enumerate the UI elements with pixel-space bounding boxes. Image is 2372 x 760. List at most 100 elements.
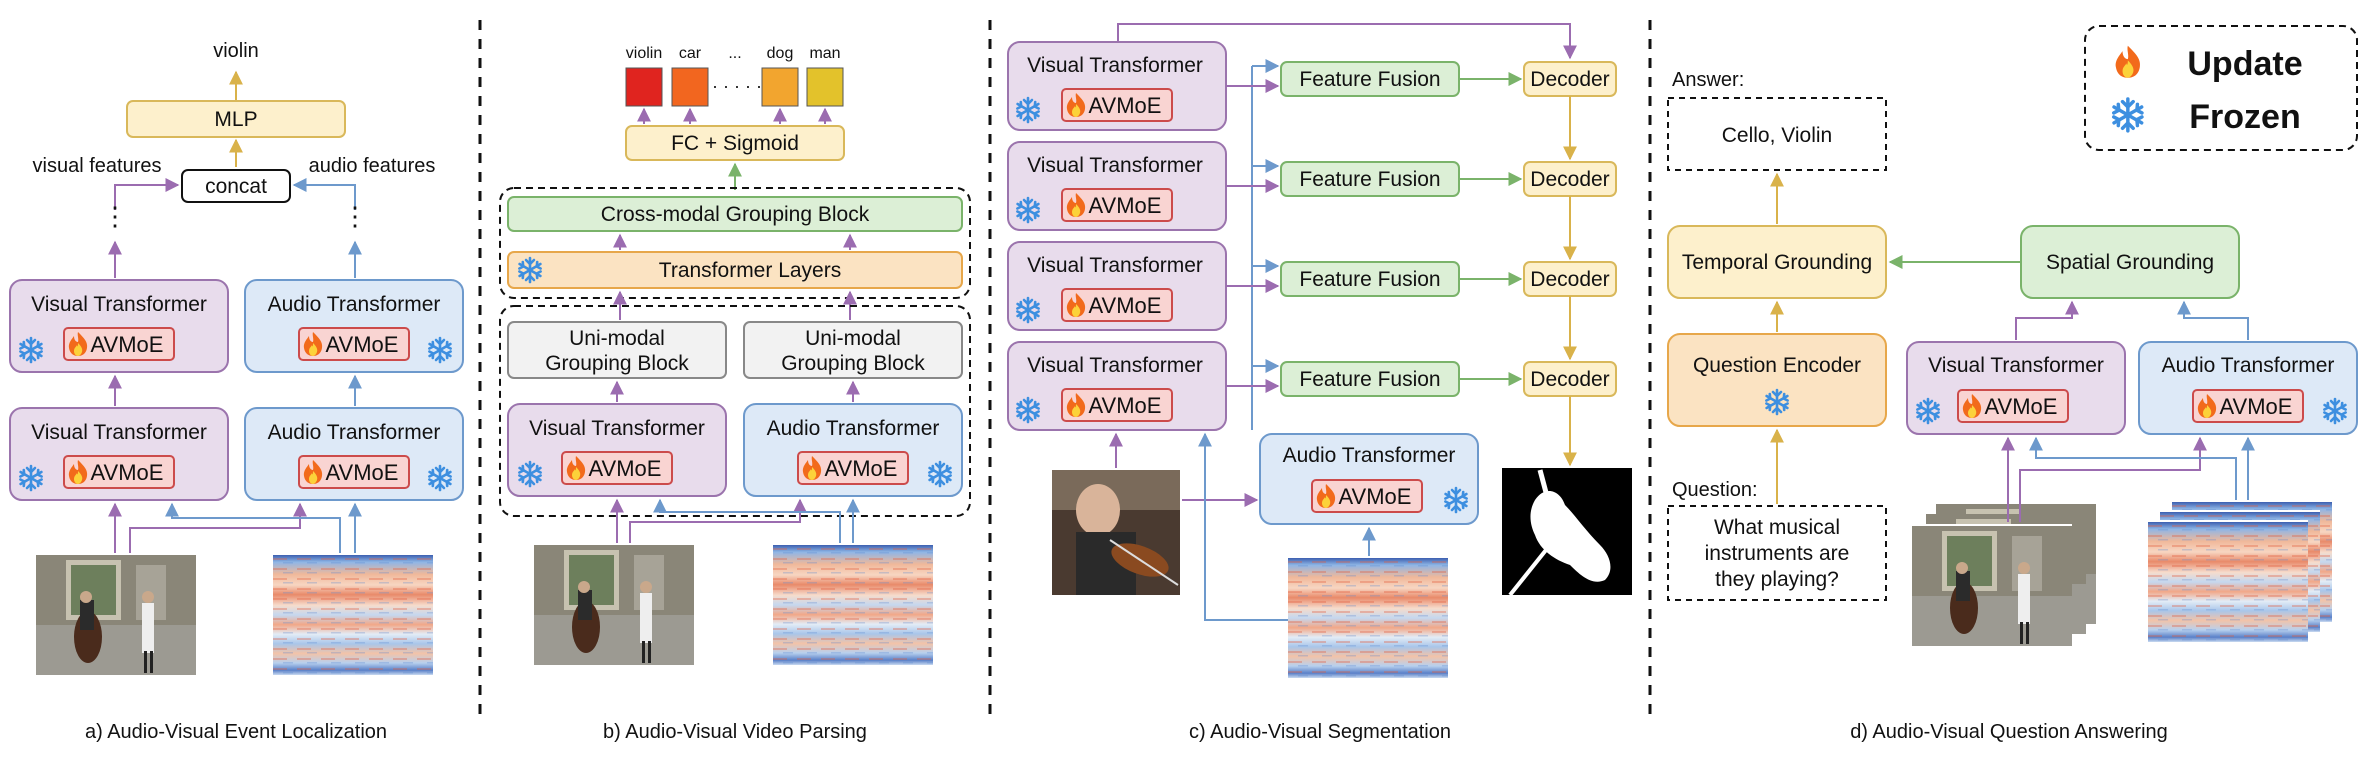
avmoe-box <box>1061 388 1173 422</box>
avmoe-box <box>797 451 909 485</box>
panel-c: Visual Transformer AVMoE Visual Transfor… <box>1007 23 1632 743</box>
avmoe-label: AVMoE <box>1985 394 2058 419</box>
visual-features-label: visual features <box>33 155 162 177</box>
cross-modal-grouping-box <box>507 196 963 232</box>
visual-transformer-label: Visual Transformer <box>1027 254 1203 277</box>
avmoe-box <box>63 327 175 361</box>
avmoe-label: AVMoE <box>326 460 399 485</box>
avmoe-label: AVMoE <box>825 456 898 481</box>
question-line2: instruments are <box>1705 542 1850 565</box>
avmoe-box <box>1957 389 2069 423</box>
visual-transformer-label: Visual Transformer <box>1027 54 1203 77</box>
legend-update-label: Update <box>2187 45 2302 83</box>
visual-transformer-label: Visual Transformer <box>31 293 207 316</box>
input-spectrogram <box>273 555 433 675</box>
avmoe-label: AVMoE <box>1339 484 1412 509</box>
avmoe-label: AVMoE <box>326 332 399 357</box>
mlp-label: MLP <box>214 108 257 131</box>
fc-sigmoid-label: FC + Sigmoid <box>671 132 799 155</box>
avmoe-label: AVMoE <box>91 332 164 357</box>
class-score-car <box>671 67 709 107</box>
legend-frozen-label: Frozen <box>2189 98 2300 136</box>
avmoe-box <box>298 455 410 489</box>
feature-fusion-label: Feature Fusion <box>1299 268 1440 291</box>
concat-label: concat <box>205 175 267 198</box>
avmoe-label: AVMoE <box>1089 293 1162 318</box>
temporal-grounding-box <box>1667 225 1887 299</box>
caption-a: a) Audio-Visual Event Localization <box>85 721 387 743</box>
feature-fusion-label: Feature Fusion <box>1299 68 1440 91</box>
avmoe-box <box>1061 88 1173 122</box>
answer-label: Answer: <box>1672 69 1744 91</box>
caption-d: d) Audio-Visual Question Answering <box>1850 721 2168 743</box>
unimodal-line2: Grouping Block <box>545 352 689 375</box>
class-score-violin <box>625 67 663 107</box>
audio-transformer-label: Audio Transformer <box>268 293 441 316</box>
audio-transformer-label: Audio Transformer <box>767 417 940 440</box>
class-label: violin <box>626 45 662 62</box>
avmoe-label: AVMoE <box>589 456 662 481</box>
temporal-grounding-label: Temporal Grounding <box>1682 251 1872 274</box>
feature-fusion-label: Feature Fusion <box>1299 168 1440 191</box>
avmoe-label: AVMoE <box>1089 393 1162 418</box>
decoder-label: Decoder <box>1530 368 1609 391</box>
input-video-frames <box>1912 502 2096 646</box>
panel-b: violin car ... dog man · · · · · FC + Si… <box>499 45 971 743</box>
class-score-dog <box>761 67 799 107</box>
visual-transformer-stack: Visual Transformer AVMoE Visual Transfor… <box>1007 41 1227 431</box>
question-encoder-label: Question Encoder <box>1693 354 1861 377</box>
visual-transformer-label: Visual Transformer <box>31 421 207 444</box>
panel-d: Update Frozen Answer: Cello, Violin Temp… <box>1667 25 2358 743</box>
unimodal-line1: Uni-modal <box>569 327 665 350</box>
class-label: man <box>809 45 840 62</box>
unimodal-line2: Grouping Block <box>781 352 925 375</box>
avmoe-box <box>2192 389 2304 423</box>
visual-transformer-label: Visual Transformer <box>1027 154 1203 177</box>
avmoe-label: AVMoE <box>1089 93 1162 118</box>
input-video-frame <box>36 555 196 675</box>
caption-c: c) Audio-Visual Segmentation <box>1189 721 1451 743</box>
unimodal-dashed-group <box>499 305 971 517</box>
input-video-frame <box>534 545 694 665</box>
ellipsis-audio: ⋮ <box>342 201 368 231</box>
answer-text: Cello, Violin <box>1722 124 1833 147</box>
mlp-box <box>126 100 346 138</box>
avmoe-box <box>298 327 410 361</box>
panel-a: violin MLP concat visual features audio … <box>9 40 464 743</box>
avmoe-box <box>63 455 175 489</box>
unimodal-grouping-box-audio <box>743 321 963 379</box>
avmoe-box <box>1311 479 1423 513</box>
ellipsis-visual: ⋮ <box>102 201 128 231</box>
unimodal-grouping-box-visual <box>507 321 727 379</box>
avmoe-label: AVMoE <box>2220 394 2293 419</box>
question-label: Question: <box>1672 479 1758 501</box>
audio-transformer-label: Audio Transformer <box>268 421 441 444</box>
decoder-label: Decoder <box>1530 68 1609 91</box>
legend-box <box>2084 25 2358 151</box>
visual-transformer-label: Visual Transformer <box>529 417 705 440</box>
class-label: ... <box>728 45 741 62</box>
decoder-label: Decoder <box>1530 168 1609 191</box>
audio-features-label: audio features <box>309 155 436 177</box>
input-spectrogram <box>773 545 933 665</box>
question-box <box>1667 505 1887 601</box>
class-label: car <box>679 45 702 62</box>
input-spectrogram-stack <box>2148 502 2332 642</box>
class-ellipsis: · · · · · <box>712 76 762 96</box>
avmoe-label: AVMoE <box>1089 193 1162 218</box>
input-violin-frame <box>1052 470 1180 595</box>
feature-fusion-label: Feature Fusion <box>1299 368 1440 391</box>
transformer-layers-label: Transformer Layers <box>659 259 841 282</box>
question-encoder-box <box>1667 333 1887 427</box>
visual-transformer-label: Visual Transformer <box>1928 354 2104 377</box>
unimodal-line1: Uni-modal <box>805 327 901 350</box>
decoder-label: Decoder <box>1530 268 1609 291</box>
output-label: violin <box>213 40 259 62</box>
avmoe-box <box>1061 188 1173 222</box>
question-line1: What musical <box>1714 516 1840 539</box>
caption-b: b) Audio-Visual Video Parsing <box>603 721 867 743</box>
avmoe-label: AVMoE <box>91 460 164 485</box>
cross-modal-grouping-label: Cross-modal Grouping Block <box>601 203 870 226</box>
concat-box <box>181 169 291 203</box>
